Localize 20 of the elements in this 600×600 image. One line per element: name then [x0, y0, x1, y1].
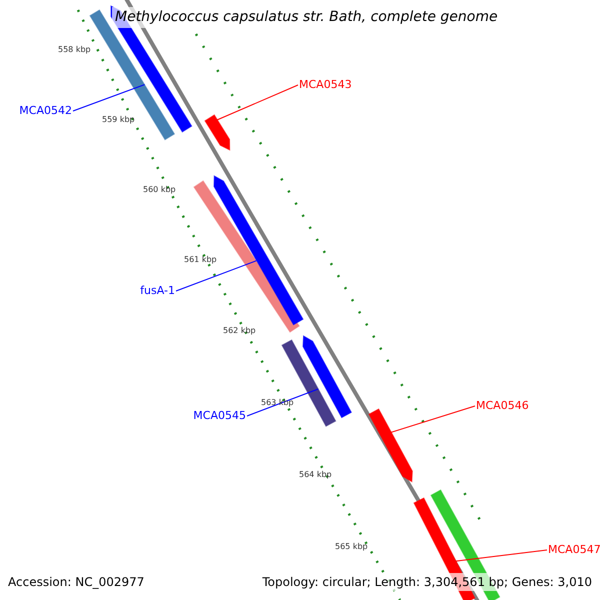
gene-label: MCA0543 — [298, 77, 353, 93]
scale-label: 560 kbp — [143, 184, 176, 196]
scale-label: 558 kbp — [58, 44, 91, 56]
gene-label: fusA-1 — [139, 283, 176, 299]
scale-label: 564 kbp — [299, 469, 332, 481]
gene-label: MCA0546 — [475, 398, 530, 414]
gene-label: MCA0545 — [192, 408, 247, 424]
leader-line — [206, 84, 298, 125]
gene-block — [369, 409, 413, 482]
gene-block — [205, 115, 230, 150]
scale-label: 565 kbp — [335, 541, 368, 553]
gene-label: MCA0547 — [547, 542, 600, 558]
scale-label: 562 kbp — [223, 325, 256, 337]
genome-info-text: Topology: circular; Length: 3,304,561 bp; Genes: 3,010 — [262, 573, 592, 591]
scale-label: 561 kbp — [184, 254, 217, 266]
gene-block — [303, 336, 352, 418]
leader-line — [380, 406, 476, 436]
gene-label: MCA0542 — [18, 103, 73, 119]
scale-label: 559 kbp — [102, 114, 135, 126]
leader-line — [176, 260, 257, 292]
